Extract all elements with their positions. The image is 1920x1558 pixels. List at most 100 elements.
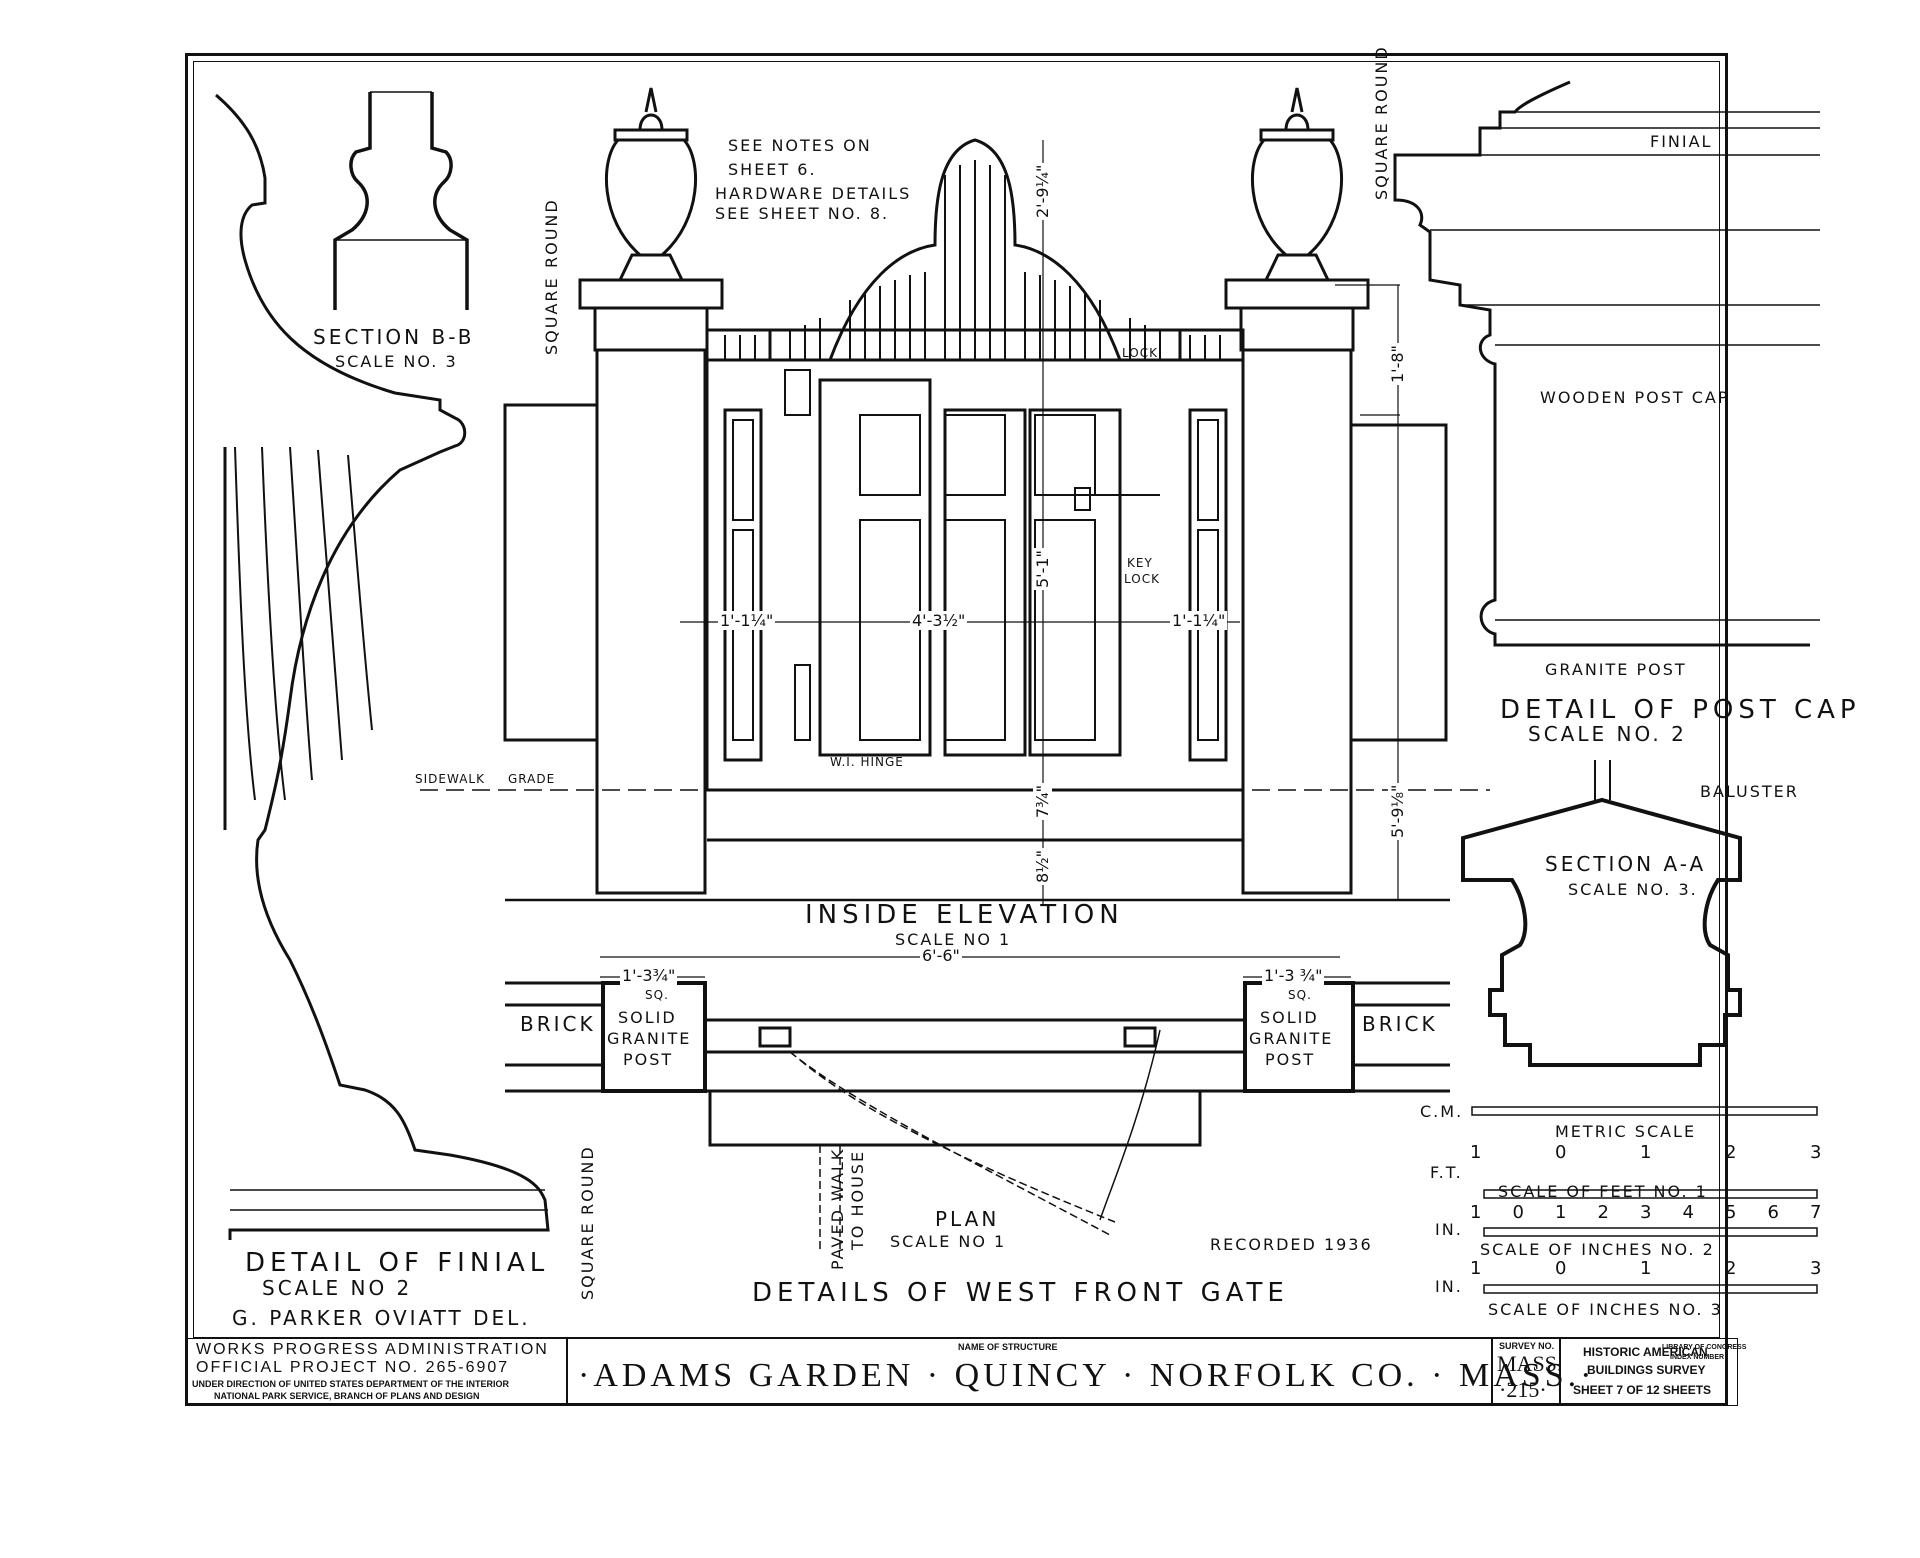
plan-post-left-3: POST (623, 1050, 674, 1069)
plan-post-right-3: POST (1265, 1050, 1316, 1069)
inch2-scale-title: SCALE OF INCHES NO. 2 (1480, 1240, 1715, 1259)
inch2-scale-ticks: 1 0 1 2 3 4 5 6 7 (1470, 1202, 1830, 1226)
scale-tick-label: 2 (1725, 1142, 1737, 1163)
finial-profile (215, 93, 550, 1240)
title-block-survey: SURVEY NO. MASS. ·215· (1492, 1338, 1562, 1406)
elevation-scale: SCALE NO 1 (895, 930, 1012, 949)
scale-tick-label: 1 (1470, 1258, 1482, 1279)
section-aa-profile (1461, 797, 1742, 1067)
title-block-loc: LIBRARY OF CONGRESS INDEX NUMBER (1660, 1338, 1746, 1406)
paved-walk-label: PAVED WALK (828, 1147, 847, 1270)
section-aa-title: SECTION A-A (1545, 852, 1707, 876)
scale-tick-label: 3 (1810, 1258, 1822, 1279)
dim-height: 5'-1" (1033, 548, 1052, 590)
scale-tick-label: 0 (1555, 1142, 1567, 1163)
elev-round-label: ROUND (542, 198, 561, 268)
habs-line-2: BUILDINGS SURVEY (1587, 1363, 1706, 1377)
scale-tick-label: 4 (1682, 1202, 1694, 1223)
plan-post-right-2: GRANITE (1249, 1029, 1334, 1048)
feet-scale-title: SCALE OF FEET NO. 1 (1498, 1182, 1708, 1201)
dim-cap-height: 1'-8" (1388, 343, 1407, 385)
in-label-3: IN. (1435, 1277, 1463, 1296)
post-cap-profile (1393, 80, 1810, 647)
survey-number: ·215· (1499, 1377, 1547, 1402)
key-label: KEY (1127, 556, 1153, 570)
scale-tick-label: 0 (1512, 1202, 1524, 1223)
dim-crown: 2'-9¼" (1033, 162, 1052, 220)
sidewalk-label: SIDEWALK (415, 772, 485, 786)
dim-right-leaf: 1'-1¼" (1170, 611, 1228, 630)
elev-square-label: SQUARE (542, 276, 561, 355)
title-block-wpa: WORKS PROGRESS ADMINISTRATION OFFICIAL P… (185, 1338, 567, 1406)
plan-overall-dim: 6'-6" (920, 946, 962, 965)
plan-post-left-2: GRANITE (607, 1029, 692, 1048)
section-bb-title: SECTION B-B (313, 325, 475, 349)
plan-post-left-1: SOLID (618, 1008, 677, 1027)
wpa-line-4: NATIONAL PARK SERVICE, BRANCH OF PLANS A… (214, 1391, 480, 1401)
finial-scale: SCALE NO 2 (262, 1276, 413, 1300)
finial-round-label: ROUND (578, 1145, 597, 1215)
habs-line-1: HISTORIC AMERICAN (1583, 1345, 1708, 1359)
dim-center: 4'-3½" (910, 611, 968, 630)
hinge-label: W.I. HINGE (830, 755, 904, 769)
title-block-name: NAME OF STRUCTURE ·ADAMS GARDEN · QUINCY… (567, 1338, 1591, 1406)
note-line-3: HARDWARE DETAILS (715, 184, 912, 203)
metric-scale-title: METRIC SCALE (1555, 1122, 1697, 1141)
scale-tick-label: 2 (1725, 1258, 1737, 1279)
plan-post-right-1: SOLID (1260, 1008, 1319, 1027)
drawing-sheet-border (185, 53, 1728, 1406)
scale-tick-label: 1 (1640, 1142, 1652, 1163)
sheet-title: DETAILS OF WEST FRONT GATE (752, 1278, 1289, 1308)
grade-label: GRADE (508, 772, 556, 786)
wooden-cap-callout: WOODEN POST CAP (1540, 388, 1730, 407)
plan-post-right-dim: 1'-3 ¾" (1262, 966, 1325, 985)
plan-title: PLAN (935, 1207, 1000, 1231)
scale-tick-label: 1 (1555, 1202, 1567, 1223)
scale-tick-label: 1 (1640, 1258, 1652, 1279)
section-bb-profile (333, 92, 469, 310)
dim-left-leaf: 1'-1¼" (718, 611, 776, 630)
scale-tick-label: 5 (1725, 1202, 1737, 1223)
cap-square-label: SQUARE (1372, 121, 1391, 200)
to-house-label: TO HOUSE (848, 1149, 867, 1250)
baluster-callout: BALUSTER (1700, 782, 1799, 801)
scale-tick-label: 7 (1810, 1202, 1822, 1223)
scale-tick-label: 6 (1767, 1202, 1779, 1223)
dim-base1: 7¾" (1033, 782, 1052, 820)
scale-tick-label: 3 (1640, 1202, 1652, 1223)
note-line-2: SHEET 6. (728, 160, 817, 179)
structure-name: ·ADAMS GARDEN · QUINCY · NORFOLK CO. · M… (578, 1357, 1596, 1394)
finial-title: DETAIL OF FINIAL (245, 1248, 550, 1278)
wpa-line-1: WORKS PROGRESS ADMINISTRATION (196, 1341, 549, 1358)
survey-no-label: SURVEY NO. (1499, 1341, 1555, 1351)
key-lock-label: LOCK (1124, 572, 1160, 586)
post-cap-title: DETAIL OF POST CAP (1500, 695, 1861, 725)
plan-brick-right: BRICK (1362, 1012, 1438, 1036)
loc-line-1: LIBRARY OF CONGRESS (1662, 1344, 1747, 1351)
finial-square-label: SQUARE (578, 1221, 597, 1300)
plan-brick-left: BRICK (520, 1012, 596, 1036)
inch3-scale-ticks: 1 0 1 2 3 (1470, 1258, 1830, 1282)
drawing-sheet-inner-border (193, 61, 1720, 1338)
draftsman-credit: G. PARKER OVIATT DEL. (232, 1306, 531, 1330)
inch3-scale-title: SCALE OF INCHES NO. 3 (1488, 1300, 1723, 1319)
plan-sq-left: SQ. (645, 988, 669, 1002)
plan-sq-right: SQ. (1288, 988, 1312, 1002)
scale-tick-label: 2 (1597, 1202, 1609, 1223)
scale-tick-label: 0 (1555, 1258, 1567, 1279)
habs-sheet-count: SHEET 7 OF 12 SHEETS (1573, 1383, 1712, 1397)
lock-label: LOCK (1122, 346, 1158, 360)
cm-label: C.M. (1420, 1102, 1464, 1121)
in-label-2: IN. (1435, 1220, 1463, 1239)
title-block-habs: HISTORIC AMERICAN BUILDINGS SURVEY SHEET… (1560, 1338, 1738, 1406)
post-cap-scale: SCALE NO. 2 (1528, 722, 1687, 746)
scale-tick-label: 1 (1470, 1202, 1482, 1223)
plan-post-left-dim: 1'-3¾" (620, 966, 678, 985)
note-line-1: SEE NOTES ON (728, 136, 872, 155)
scale-tick-label: 3 (1810, 1142, 1822, 1163)
section-bb-scale: SCALE NO. 3 (335, 352, 458, 371)
wpa-line-2: OFFICIAL PROJECT NO. 265-6907 (196, 1359, 510, 1376)
dim-base2: 8½" (1033, 847, 1052, 885)
